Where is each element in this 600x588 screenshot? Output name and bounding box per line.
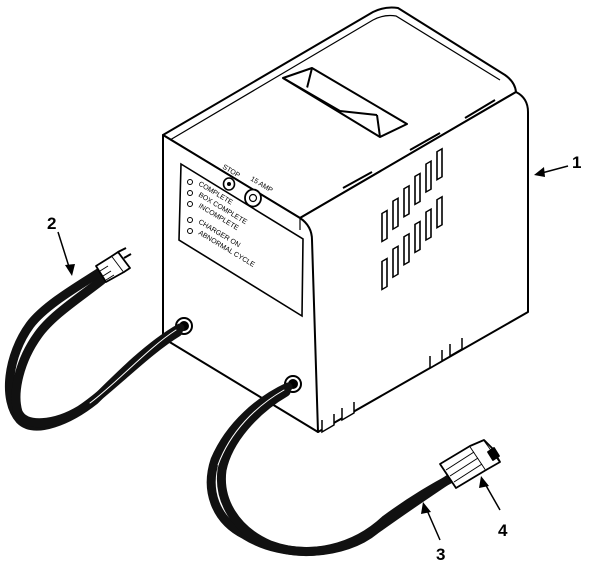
indicator-lamp-box-complete (187, 190, 193, 196)
callout-number-2: 2 (47, 214, 56, 233)
indicator-lamp-charger-on (187, 217, 193, 223)
callout-number-1: 1 (572, 153, 581, 172)
dc-connector (439, 439, 501, 489)
ac-power-cord (4, 267, 185, 431)
indicator-lamp-abnormal-cycle (187, 228, 193, 234)
control-panel: COMPLETE BOX COMPLETE INCOMPLETE CHARGER… (178, 162, 304, 318)
callouts: 1 2 3 4 (47, 153, 581, 564)
cabinet-right-side (299, 91, 529, 433)
vent-slots (381, 147, 443, 291)
indicator-lamp-incomplete (187, 201, 193, 207)
callout-leader-4 (483, 481, 501, 511)
ac-plug (95, 247, 132, 283)
carry-handle (282, 67, 408, 138)
callout-arrow-3 (421, 502, 431, 514)
callout-arrow-2 (65, 264, 75, 276)
callout-leader-3 (425, 507, 441, 541)
callout-arrow-1 (534, 167, 545, 177)
callout-arrow-4 (479, 476, 489, 488)
callout-number-3: 3 (436, 545, 445, 564)
callout-number-4: 4 (498, 521, 508, 540)
cabinet-edge-lines (169, 14, 501, 230)
indicator-lamp-complete (187, 179, 193, 185)
dc-output-cable (206, 382, 460, 556)
cabinet-feet (321, 338, 463, 434)
callout-leader-2 (57, 231, 71, 271)
panel-plate (178, 162, 304, 318)
